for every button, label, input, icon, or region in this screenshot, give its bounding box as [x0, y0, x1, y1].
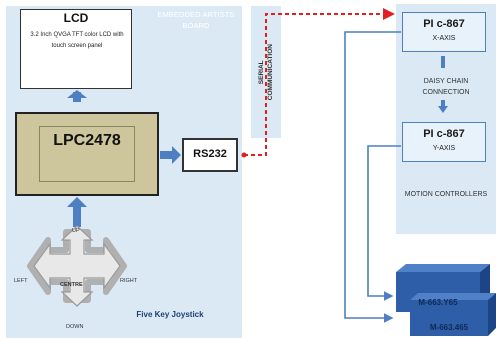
joystick-shape — [30, 226, 124, 306]
controller-y-box: PI c-867 Y-AXIS — [402, 122, 486, 162]
lcd-arrow — [67, 90, 87, 102]
joystick-centre-label: CENTRE — [60, 282, 83, 288]
joystick-label: Five Key Joystick — [100, 310, 240, 319]
joystick-right-label: RIGHT — [120, 278, 137, 284]
daisy-chain-label: DAISY CHAIN CONNECTION — [400, 76, 492, 98]
rs232-label: RS232 — [184, 148, 236, 160]
joystick-down-label: DOWN — [66, 324, 83, 330]
processor-label: LPC2478 — [17, 132, 157, 150]
x-axis-cable — [345, 32, 401, 318]
joystick-arrow — [67, 197, 87, 227]
controller-y-title: PI c-867 — [403, 128, 485, 140]
controller-x-subtitle: X-AXIS — [403, 35, 485, 42]
motor-m2-label: M-663.465 — [410, 323, 488, 332]
controller-x-box: PI c-867 X-AXIS — [402, 12, 486, 52]
rs232-box: RS232 — [182, 138, 238, 172]
lcd-description: 3.2 Inch QVGA TFT color LCD with touch s… — [27, 30, 127, 52]
controller-y-subtitle: Y-AXIS — [403, 145, 485, 152]
processor-box: LPC2478 — [15, 112, 159, 196]
joystick-left-label: LEFT — [14, 278, 27, 284]
lcd-title: LCD — [21, 11, 131, 25]
serial-link-line — [244, 14, 393, 155]
joystick-up-label: UP — [72, 228, 80, 234]
rs232-arrow — [160, 146, 181, 164]
motion-controllers-label: MOTION CONTROLLERS — [400, 189, 492, 201]
motor-m1-label: M-663.Y65 — [396, 298, 480, 307]
controller-x-title: PI c-867 — [403, 18, 485, 30]
lcd-box: LCD 3.2 Inch QVGA TFT color LCD with tou… — [20, 9, 132, 89]
